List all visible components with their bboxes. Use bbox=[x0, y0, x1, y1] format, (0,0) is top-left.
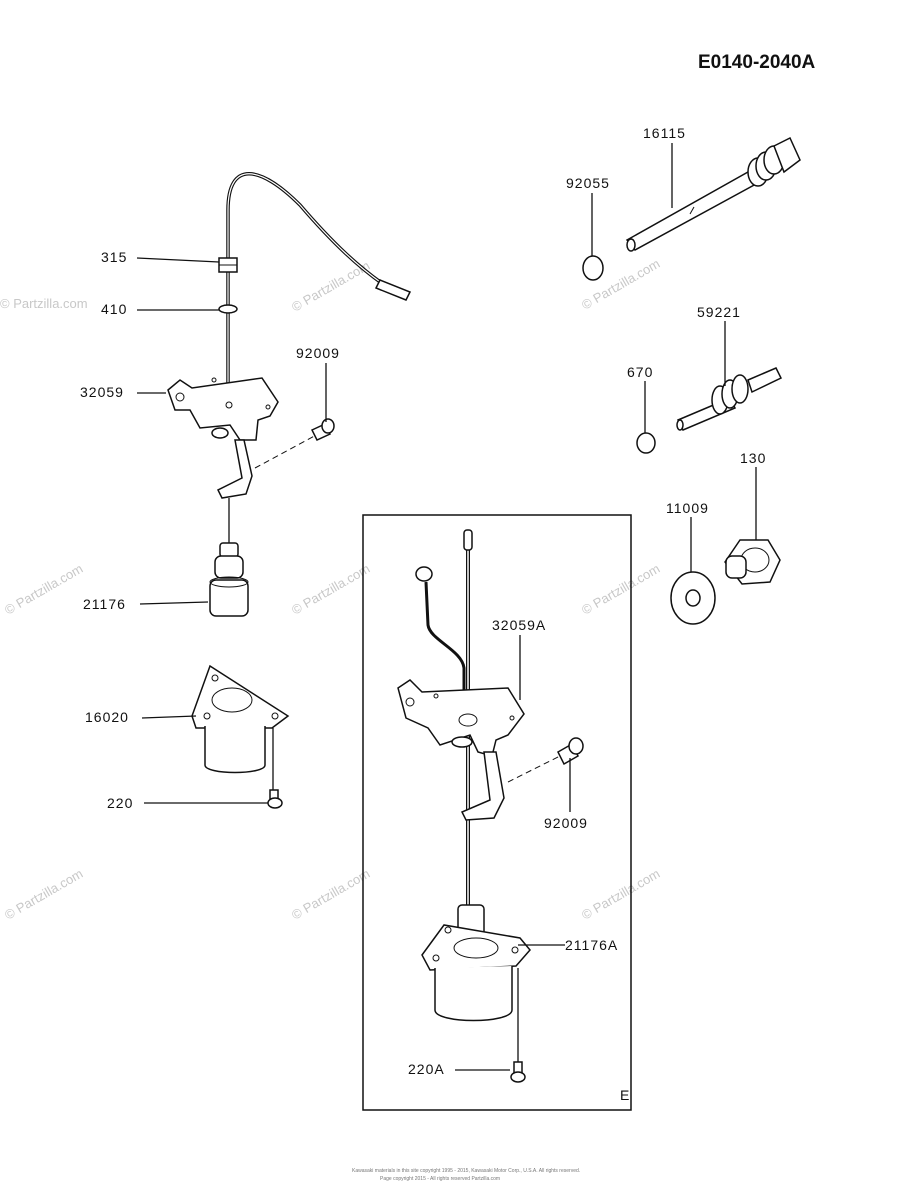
label-92009-right: 92009 bbox=[544, 815, 588, 831]
label-315: 315 bbox=[101, 249, 127, 265]
screw-220A bbox=[510, 1061, 526, 1083]
bracket-32059 bbox=[167, 377, 279, 499]
case-21176A bbox=[421, 904, 531, 1022]
inset-letter: E bbox=[620, 1087, 630, 1103]
plug-130 bbox=[724, 539, 781, 585]
screw-220 bbox=[267, 789, 283, 809]
label-16020: 16020 bbox=[85, 709, 129, 725]
label-32059A: 32059A bbox=[492, 617, 546, 633]
label-130: 130 bbox=[740, 450, 766, 466]
watermark-text: © Partzilla.com bbox=[579, 561, 662, 618]
diagram-code: E0140-2040A bbox=[698, 52, 816, 73]
case-16020 bbox=[191, 664, 290, 774]
watermark-text: © Partzilla.com bbox=[2, 866, 85, 923]
watermark-text: © Partzilla.com bbox=[579, 866, 662, 923]
washer-410 bbox=[218, 304, 238, 314]
label-220: 220 bbox=[107, 795, 133, 811]
label-21176A: 21176A bbox=[565, 937, 618, 953]
sensor-21176 bbox=[209, 542, 249, 617]
gauge-16115 bbox=[625, 136, 801, 252]
watermark-text: © Partzilla.com bbox=[0, 296, 88, 311]
inset-box bbox=[362, 514, 632, 1111]
screw-92009-right bbox=[557, 737, 584, 766]
watermark-text: © Partzilla.com bbox=[289, 866, 372, 923]
o-ring-92055 bbox=[582, 255, 604, 281]
footer-copyright-2: Page copyright 2015 - All rights reserve… bbox=[380, 1176, 500, 1182]
label-21176: 21176 bbox=[83, 596, 126, 612]
label-92009-left: 92009 bbox=[296, 345, 340, 361]
label-220A: 220A bbox=[408, 1061, 445, 1077]
label-16115: 16115 bbox=[643, 125, 686, 141]
label-11009: 11009 bbox=[666, 500, 709, 516]
label-59221: 59221 bbox=[697, 304, 741, 320]
oil-pressure-cable-315 bbox=[218, 172, 412, 410]
watermark-text: © Partzilla.com bbox=[289, 561, 372, 618]
label-410: 410 bbox=[101, 301, 127, 317]
label-32059: 32059 bbox=[80, 384, 124, 400]
sensor-59221 bbox=[676, 367, 783, 431]
screw-92009-left bbox=[310, 418, 335, 441]
footer-copyright: Kawasaki materials in this site copyrigh… bbox=[352, 1168, 580, 1174]
washer-11009 bbox=[670, 571, 716, 625]
rod-assembly-32059A bbox=[397, 529, 525, 905]
o-ring-670 bbox=[636, 432, 656, 454]
label-92055: 92055 bbox=[566, 175, 610, 191]
watermark-text: © Partzilla.com bbox=[2, 561, 85, 618]
label-670: 670 bbox=[627, 364, 653, 380]
